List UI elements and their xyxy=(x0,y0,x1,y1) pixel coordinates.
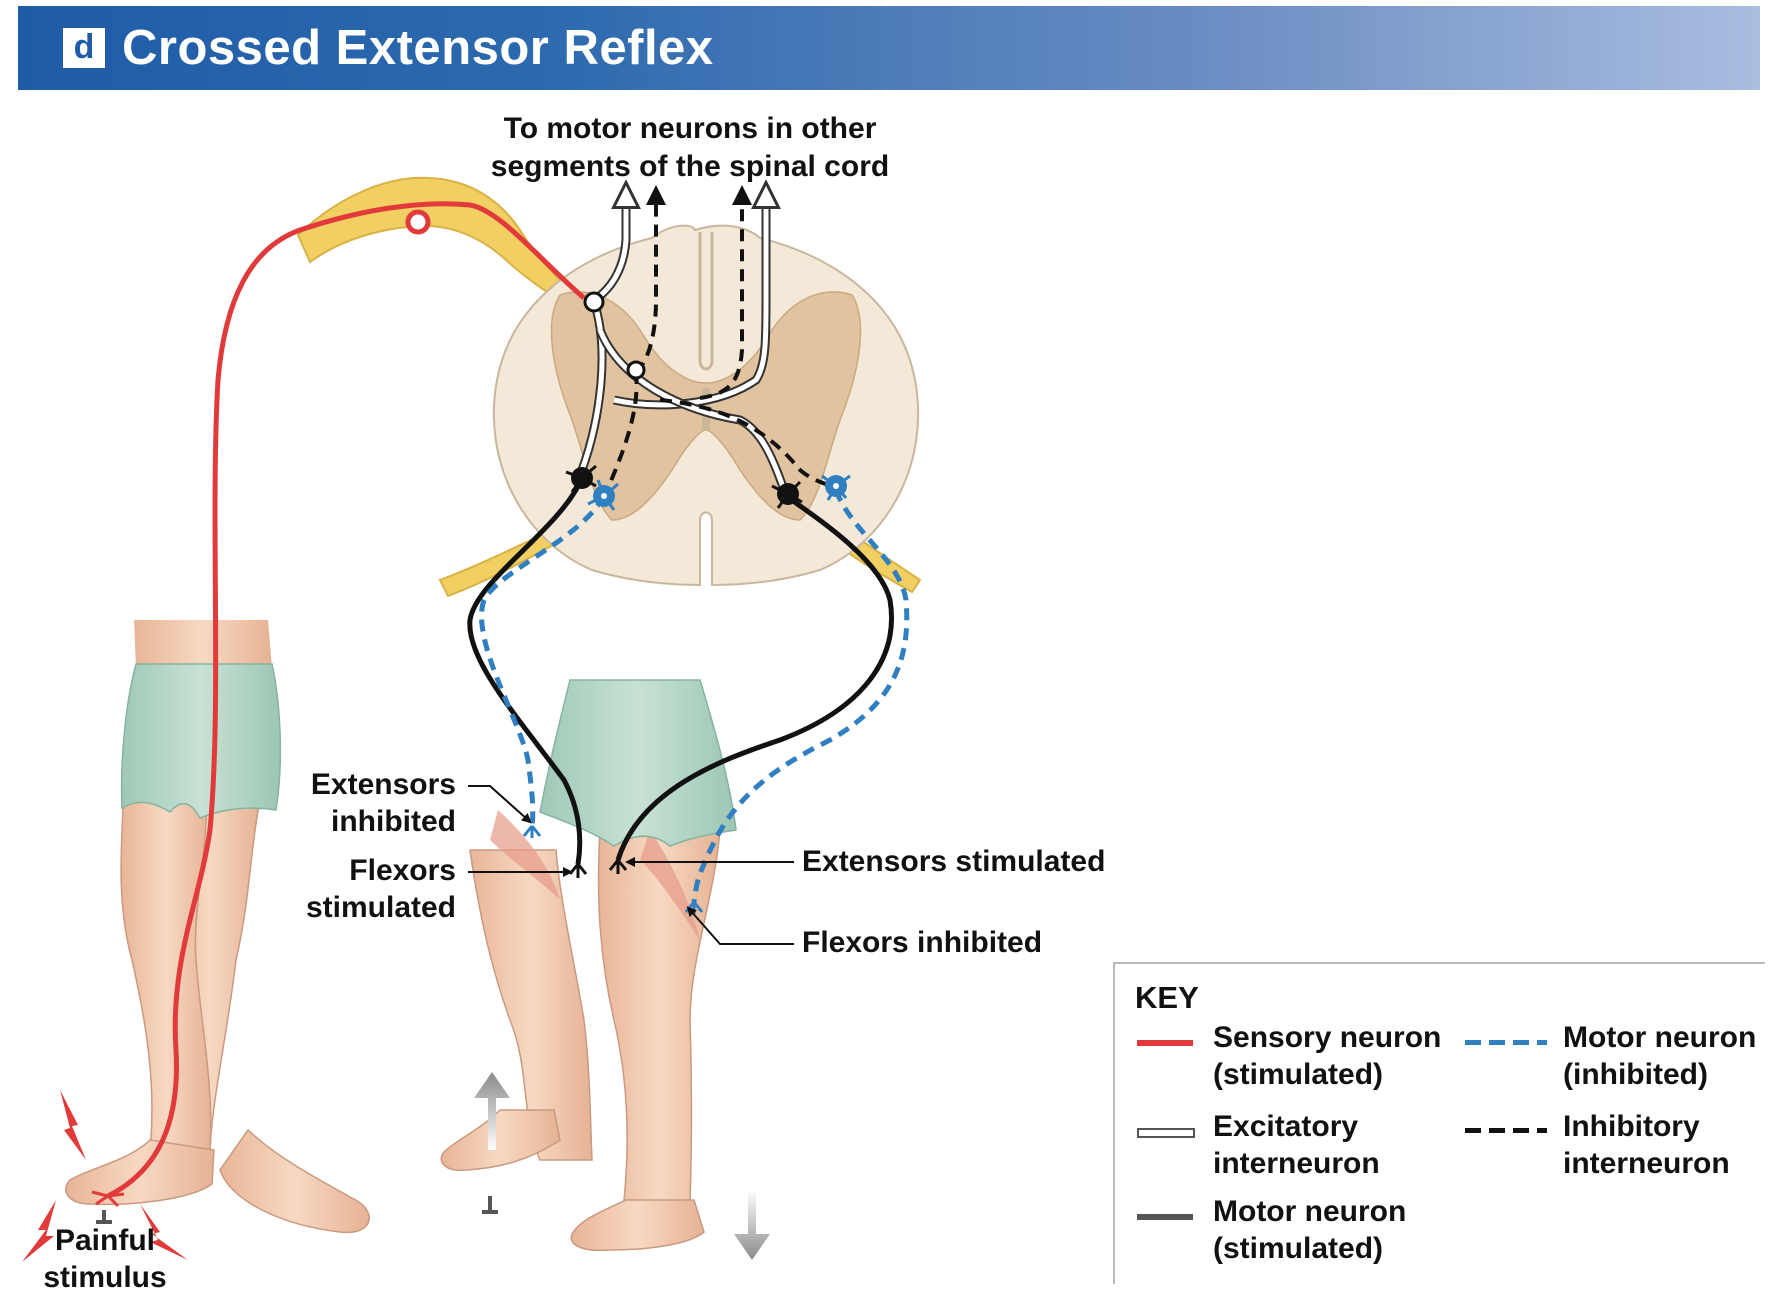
legend-motor-stimulated-line2: (stimulated) xyxy=(1213,1232,1384,1265)
legend-swatch-sensory xyxy=(1137,1040,1193,1046)
header-bar: d Crossed Extensor Reflex xyxy=(18,6,1760,90)
left-motor-stimulated-axon xyxy=(467,477,585,865)
right-shorts xyxy=(539,679,737,847)
left-front-leg xyxy=(120,789,212,1153)
legend-motor-inhibited-line1: Motor neuron xyxy=(1563,1021,1757,1054)
legend-motor-inhibited-line2: (inhibited) xyxy=(1563,1058,1708,1091)
tack-left xyxy=(96,1210,112,1224)
legend-title: KEY xyxy=(1135,980,1199,1015)
legend-motor-stimulated-line1: Motor neuron xyxy=(1213,1195,1407,1228)
pain-bolts xyxy=(22,1090,188,1262)
right-front-foot xyxy=(570,1199,705,1252)
extensors-inhibited-line1: Extensors xyxy=(310,768,456,801)
posterior-sulcus xyxy=(698,232,714,371)
left-body xyxy=(65,620,370,1234)
interneurons xyxy=(577,185,837,492)
sensory-endings xyxy=(91,1190,125,1208)
right-motor-inhibited-cell xyxy=(821,474,851,501)
inhibitory-interneuron-cell xyxy=(626,360,646,380)
legend-excitatory-line1: Excitatory xyxy=(1213,1110,1359,1143)
sensory-cell-body xyxy=(405,209,431,235)
right-thigh-muscle xyxy=(490,810,560,900)
legend-swatch-motor-stimulated xyxy=(1137,1214,1193,1220)
extensors-stimulated-label: Extensors stimulated xyxy=(802,845,1106,878)
top-label-line1: To motor neurons in other xyxy=(503,112,877,145)
flexors-inhibited-label: Flexors inhibited xyxy=(802,926,1043,959)
press-arrow xyxy=(734,1190,770,1260)
legend-swatch-motor-inhibited xyxy=(1465,1040,1547,1045)
motor-neurons xyxy=(467,464,910,914)
legend-inhibitory-line1: Inhibitory xyxy=(1563,1110,1700,1143)
flexors-stimulated-line1: Flexors xyxy=(349,854,456,887)
right-thigh-muscle-2 xyxy=(640,830,700,940)
legend-excitatory-line2: interneuron xyxy=(1213,1147,1380,1180)
legend-sensory-line1: Sensory neuron xyxy=(1213,1021,1442,1054)
left-torso xyxy=(134,620,272,668)
right-body xyxy=(440,679,770,1260)
panel-badge: d xyxy=(63,28,105,68)
left-motor-inhibited-cell xyxy=(587,479,619,511)
right-motor-stimulated-cell xyxy=(771,480,803,509)
figure-title: Crossed Extensor Reflex xyxy=(122,21,714,75)
right-rear-foot xyxy=(440,1109,561,1171)
left-rear-foot xyxy=(219,1128,370,1234)
right-extensor-endings xyxy=(608,859,628,874)
right-rear-leg xyxy=(469,849,593,1161)
pain-bolt-top xyxy=(60,1090,86,1160)
legend-swatch-inhibitory xyxy=(1465,1128,1547,1133)
left-motor-stimulated-cell xyxy=(565,464,597,493)
right-motor-inhibited-axon xyxy=(691,489,910,903)
tack-right xyxy=(482,1196,498,1214)
lift-arrow xyxy=(474,1072,510,1150)
inhibitory-interneuron-ascending-right xyxy=(699,185,752,400)
inhibitory-interneuron-to-right-motor xyxy=(659,398,837,490)
right-front-leg xyxy=(597,829,721,1203)
excitatory-interneuron-cell xyxy=(583,291,605,313)
legend-swatch-excitatory xyxy=(1137,1128,1195,1138)
legend-inhibitory-line2: interneuron xyxy=(1563,1147,1730,1180)
legend: KEY Sensory neuron (stimulated) Motor ne… xyxy=(1113,962,1765,1284)
left-shorts xyxy=(120,663,282,819)
flexors-stimulated-line2: stimulated xyxy=(305,891,456,924)
extensors-inhibited-line2: inhibited xyxy=(331,805,456,838)
legend-sensory-line2: (stimulated) xyxy=(1213,1058,1384,1091)
pain-bolt-left xyxy=(22,1200,56,1262)
inhibitory-interneuron-to-left-motor xyxy=(606,371,639,489)
leader-lines xyxy=(468,785,794,945)
right-motor-stimulated-axon xyxy=(615,493,894,861)
left-extensor-endings xyxy=(522,825,542,838)
left-motor-inhibited-axon xyxy=(479,494,607,827)
left-flexor-endings xyxy=(568,863,588,878)
painful-stimulus-line1: Painful xyxy=(54,1224,155,1257)
top-label-line2: segments of the spinal cord xyxy=(490,150,890,183)
painful-stimulus-line2: stimulus xyxy=(43,1261,167,1294)
sensory-neuron xyxy=(106,201,586,1199)
